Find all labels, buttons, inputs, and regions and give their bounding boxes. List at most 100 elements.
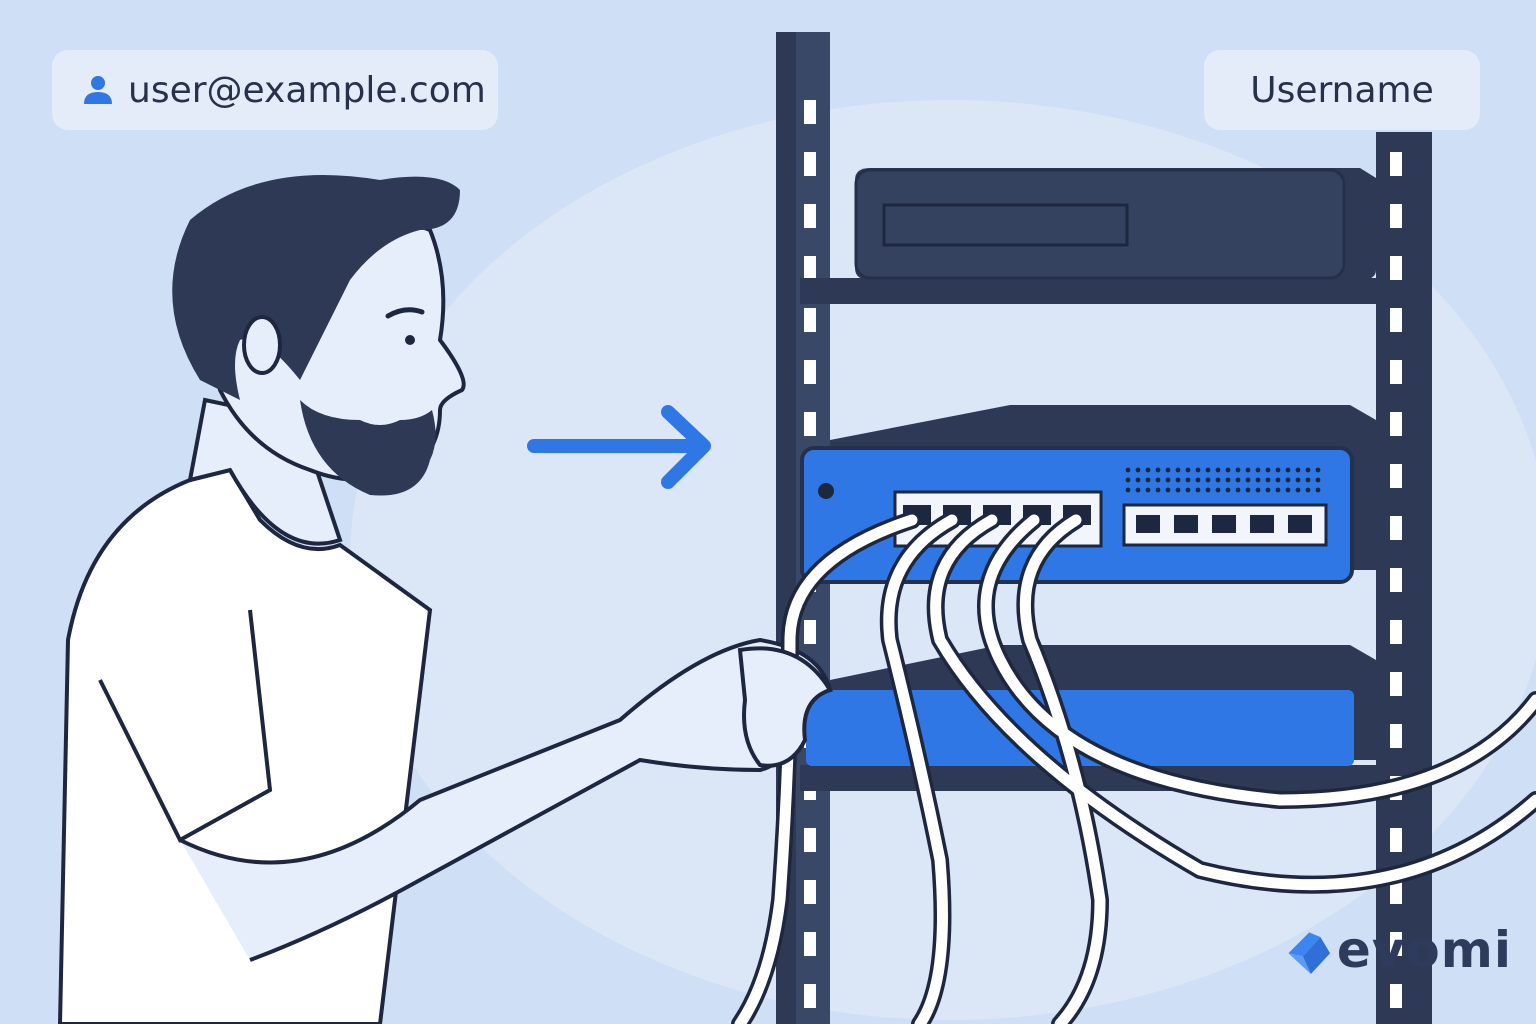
vent-dot xyxy=(1165,467,1171,473)
vent-dot xyxy=(1245,487,1251,493)
rack-hole xyxy=(804,828,816,852)
network-switch xyxy=(800,405,1376,584)
hand xyxy=(737,646,833,768)
vent-dot xyxy=(1145,477,1151,483)
vent-dot xyxy=(1235,477,1241,483)
vent-dot xyxy=(1125,467,1131,473)
ethernet-port xyxy=(1250,515,1274,533)
vent-dot xyxy=(1155,477,1161,483)
ethernet-ports xyxy=(1136,515,1312,533)
rack-hole xyxy=(804,412,816,436)
rack-hole xyxy=(804,360,816,384)
vent-dot xyxy=(1215,477,1221,483)
vent-dots xyxy=(1125,467,1321,493)
vent-dot xyxy=(1175,487,1181,493)
evomi-logo-icon xyxy=(1288,932,1331,975)
rack-hole xyxy=(1390,568,1402,592)
vent-dot xyxy=(1285,467,1291,473)
rack-hole xyxy=(804,100,816,124)
beard xyxy=(300,400,436,496)
vent-dot xyxy=(1225,477,1231,483)
vent-dot xyxy=(1215,467,1221,473)
vent-dot xyxy=(1125,477,1131,483)
rack-hole xyxy=(1390,672,1402,696)
vent-dot xyxy=(1225,467,1231,473)
eyebrow xyxy=(385,307,425,319)
vent-dot xyxy=(1295,487,1301,493)
brand-name: evomi xyxy=(1336,921,1512,979)
username-label: Username xyxy=(1250,69,1434,111)
vent-dot xyxy=(1305,467,1311,473)
rack-hole xyxy=(804,204,816,228)
rack-hole xyxy=(804,620,816,644)
vent-dot xyxy=(1185,477,1191,483)
vent-dot xyxy=(1135,477,1141,483)
ethernet-cables xyxy=(731,511,1536,1024)
vent-dot xyxy=(1265,477,1271,483)
vent-dot xyxy=(1205,477,1211,483)
vent-dot xyxy=(1155,467,1161,473)
rack-hole xyxy=(1390,204,1402,228)
vent-dot xyxy=(1285,477,1291,483)
rack-hole xyxy=(1390,256,1402,280)
email-field[interactable]: user@example.com xyxy=(52,50,498,130)
username-field[interactable]: Username xyxy=(1204,50,1480,130)
vent-dot xyxy=(1295,467,1301,473)
rack-hole xyxy=(1390,464,1402,488)
vent-dot xyxy=(1315,477,1321,483)
vent-dot xyxy=(1255,477,1261,483)
vent-dot xyxy=(1275,477,1281,483)
arrow-right-icon xyxy=(527,405,711,489)
person xyxy=(57,175,833,1024)
vent-dot xyxy=(1125,487,1131,493)
vent-dot xyxy=(1255,467,1261,473)
vent-dot xyxy=(1245,467,1251,473)
rack-shelf xyxy=(800,765,1380,791)
vent-dot xyxy=(1235,467,1241,473)
vent-dot xyxy=(1275,467,1281,473)
eye xyxy=(405,335,415,345)
vent-dot xyxy=(1145,487,1151,493)
vent-dot xyxy=(1185,487,1191,493)
vent-dot xyxy=(1275,487,1281,493)
vent-dot xyxy=(1305,487,1311,493)
drive-bay xyxy=(882,203,1129,247)
vent-dot xyxy=(1195,477,1201,483)
vent-dot xyxy=(1195,467,1201,473)
vent-dot xyxy=(1135,487,1141,493)
rack-hole xyxy=(804,152,816,176)
vent-dot xyxy=(1145,467,1151,473)
vent-dot xyxy=(1255,487,1261,493)
vent-dot xyxy=(1245,477,1251,483)
rack-hole xyxy=(804,880,816,904)
vent-dot xyxy=(1265,467,1271,473)
ethernet-port xyxy=(1212,515,1236,533)
user-icon xyxy=(84,76,112,104)
brand-logo: evomi xyxy=(1282,914,1512,986)
rack-hole xyxy=(1390,984,1402,1008)
ethernet-port xyxy=(1288,515,1312,533)
rack-hole xyxy=(1390,724,1402,748)
vent-dot xyxy=(1285,487,1291,493)
vent-dot xyxy=(1215,487,1221,493)
arm xyxy=(179,637,833,962)
hair xyxy=(172,175,460,400)
sleeve xyxy=(98,609,273,843)
vent-dot xyxy=(1175,467,1181,473)
rack-hole xyxy=(1390,828,1402,852)
rack-hole xyxy=(1390,360,1402,384)
rack-hole xyxy=(1390,880,1402,904)
vent-dot xyxy=(1265,487,1271,493)
vent-dot xyxy=(1205,467,1211,473)
vent-dot xyxy=(1195,487,1201,493)
vent-dot xyxy=(1165,487,1171,493)
rack-shelf xyxy=(800,278,1380,304)
rack-hole xyxy=(1390,152,1402,176)
ethernet-port xyxy=(1136,515,1160,533)
rack-hole xyxy=(1390,308,1402,332)
vent-dot xyxy=(1165,477,1171,483)
rack-hole xyxy=(1390,516,1402,540)
rack-hole xyxy=(804,932,816,956)
rack-right-post xyxy=(1376,132,1432,1024)
vent-dot xyxy=(1155,487,1161,493)
